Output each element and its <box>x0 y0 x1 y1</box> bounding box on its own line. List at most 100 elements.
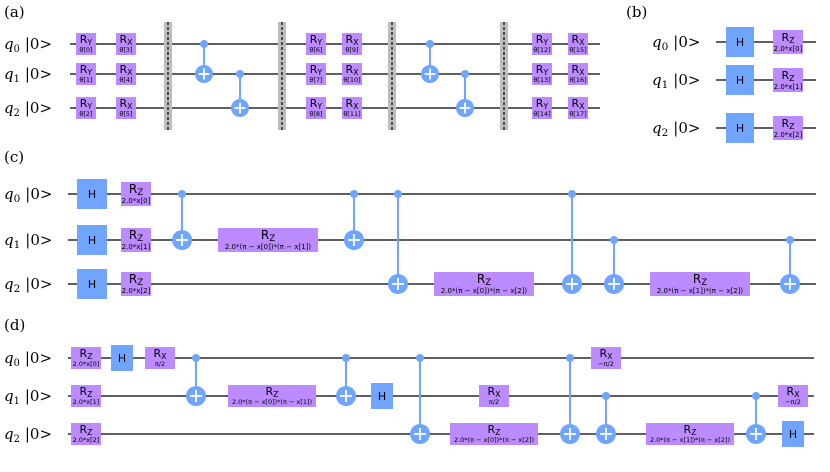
rotation-gate-name: RZ <box>129 228 143 244</box>
hadamard-gate-label: H <box>88 234 96 247</box>
rotation-gate-name: RZ <box>79 347 93 361</box>
rotation-gate-parameter: 2.0*(π − x[1])*(π − x[2]) <box>657 287 744 295</box>
rotation-gate <box>773 116 803 140</box>
rotation-gate <box>116 33 136 55</box>
cnot-control-dot <box>426 40 434 48</box>
rotation-gate-name: RX <box>487 385 501 399</box>
rotation-gate-name: RZ <box>781 117 795 131</box>
rotation-gate-name: RZ <box>683 423 697 437</box>
rotation-gate-name: RX <box>599 347 613 361</box>
rotation-gate-parameter: 2.0*(π − x[0])*(π − x[1]) <box>225 243 312 251</box>
rotation-gate-parameter: 2.0*x[0] <box>73 360 100 368</box>
barrier <box>278 22 286 130</box>
cnot-control-dot <box>200 40 208 48</box>
rotation-gate-parameter: θ[1] <box>79 76 92 84</box>
rotation-gate-name: RZ <box>693 272 707 288</box>
rotation-gate-parameter: θ[7] <box>309 76 322 84</box>
rotation-gate-name: RX <box>345 33 359 47</box>
rotation-gate <box>342 97 362 119</box>
panel-d: (d)q0|0>q1|0>q2|0>RZ2.0*x[0]RZ2.0*x[1]RZ… <box>4 316 814 447</box>
rotation-gate-name: RZ <box>261 228 275 244</box>
rotation-gate-parameter: −π/2 <box>785 398 801 406</box>
rotation-gate <box>71 347 101 369</box>
hadamard-gate <box>77 225 107 255</box>
cnot-control-dot <box>461 70 469 78</box>
cnot-control-dot <box>752 392 760 400</box>
rotation-gate <box>342 33 362 55</box>
hadamard-gate-label: H <box>736 36 744 49</box>
rotation-gate <box>479 385 509 407</box>
hadamard-gate-label: H <box>789 428 797 441</box>
cnot-control-dot <box>416 354 424 362</box>
rotation-gate-name: RY <box>310 33 323 47</box>
rotation-gate-parameter: 2.0*x[2] <box>774 131 803 139</box>
qubit-label-q0: q0|0> <box>652 33 700 53</box>
rotation-gate-parameter: −π/2 <box>598 360 614 368</box>
rotation-gate-parameter: 2.0*(π − x[0])*(π − x[1]) <box>232 398 312 406</box>
rotation-gate <box>76 33 96 55</box>
rotation-gate-parameter: θ[0] <box>79 46 92 54</box>
rotation-gate <box>218 228 318 252</box>
rotation-gate-name: RZ <box>129 272 143 288</box>
qubit-label-q1: q1|0> <box>4 231 52 251</box>
hadamard-gate-label: H <box>88 278 96 291</box>
hadamard-gate-label: H <box>118 352 126 365</box>
rotation-gate-parameter: θ[8] <box>309 110 322 118</box>
panel-c: (c)q0|0>q1|0>q2|0>HHHRZ2.0*x[0]RZ2.0*x[1… <box>4 148 816 299</box>
rotation-gate-parameter: θ[9] <box>345 46 358 54</box>
rotation-gate-name: RX <box>345 63 359 77</box>
rotation-gate-name: RZ <box>487 423 501 437</box>
rotation-gate-name: RX <box>153 347 167 361</box>
panel-b: (b)q0|0>q1|0>q2|0>HHHRZ2.0*x[0]RZ2.0*x[1… <box>626 3 816 143</box>
qubit-label-q2: q2|0> <box>4 425 52 445</box>
panel-a: (a)q0|0>q1|0>q2|0>RYθ[0]RYθ[1]RYθ[2]RXθ[… <box>4 3 600 130</box>
cnot-control-dot <box>602 392 610 400</box>
hadamard-gate <box>111 345 133 371</box>
rotation-gate <box>778 385 808 407</box>
rotation-gate <box>568 97 588 119</box>
rotation-gate-name: RX <box>119 63 133 77</box>
rotation-gate-parameter: θ[17] <box>569 110 586 118</box>
rotation-gate-parameter: 2.0*x[2] <box>73 436 100 444</box>
hadamard-gate <box>726 27 754 57</box>
rotation-gate-parameter: θ[15] <box>569 46 586 54</box>
hadamard-gate <box>77 179 107 209</box>
cnot-control-dot <box>236 70 244 78</box>
rotation-gate-name: RZ <box>477 272 491 288</box>
rotation-gate-name: RX <box>571 63 585 77</box>
panel-label-b: (b) <box>626 3 647 21</box>
rotation-gate <box>145 347 175 369</box>
rotation-gate <box>228 385 316 407</box>
rotation-gate <box>116 97 136 119</box>
qubit-label-q2: q2|0> <box>4 275 52 295</box>
rotation-gate-name: RZ <box>781 69 795 83</box>
rotation-gate <box>773 68 803 92</box>
rotation-gate <box>591 347 621 369</box>
cnot-control-dot <box>394 190 402 198</box>
cnot-control-dot <box>178 190 186 198</box>
rotation-gate <box>532 33 552 55</box>
rotation-gate-parameter: θ[10] <box>343 76 360 84</box>
qubit-label-q1: q1|0> <box>4 387 52 407</box>
rotation-gate-parameter: θ[6] <box>309 46 322 54</box>
rotation-gate-name: RZ <box>79 423 93 437</box>
rotation-gate-parameter: 2.0*(π − x[0])*(π − x[2]) <box>454 436 534 444</box>
rotation-gate <box>71 385 101 407</box>
hadamard-gate-label: H <box>736 74 744 87</box>
rotation-gate-parameter: 2.0*(π − x[0])*(π − x[2]) <box>441 287 528 295</box>
rotation-gate <box>532 63 552 85</box>
rotation-gate-parameter: π/2 <box>489 398 499 406</box>
rotation-gate <box>650 272 750 296</box>
rotation-gate-name: RX <box>786 385 800 399</box>
rotation-gate-parameter: 2.0*x[1] <box>122 243 151 251</box>
rotation-gate-parameter: θ[13] <box>533 76 550 84</box>
cnot-control-dot <box>566 354 574 362</box>
rotation-gate-parameter: θ[14] <box>533 110 550 118</box>
rotation-gate-parameter: 2.0*x[1] <box>774 83 803 91</box>
rotation-gate-parameter: θ[12] <box>533 46 550 54</box>
rotation-gate <box>532 97 552 119</box>
rotation-gate <box>306 97 326 119</box>
cnot-control-dot <box>610 236 618 244</box>
qubit-label-q2: q2|0> <box>652 119 700 139</box>
